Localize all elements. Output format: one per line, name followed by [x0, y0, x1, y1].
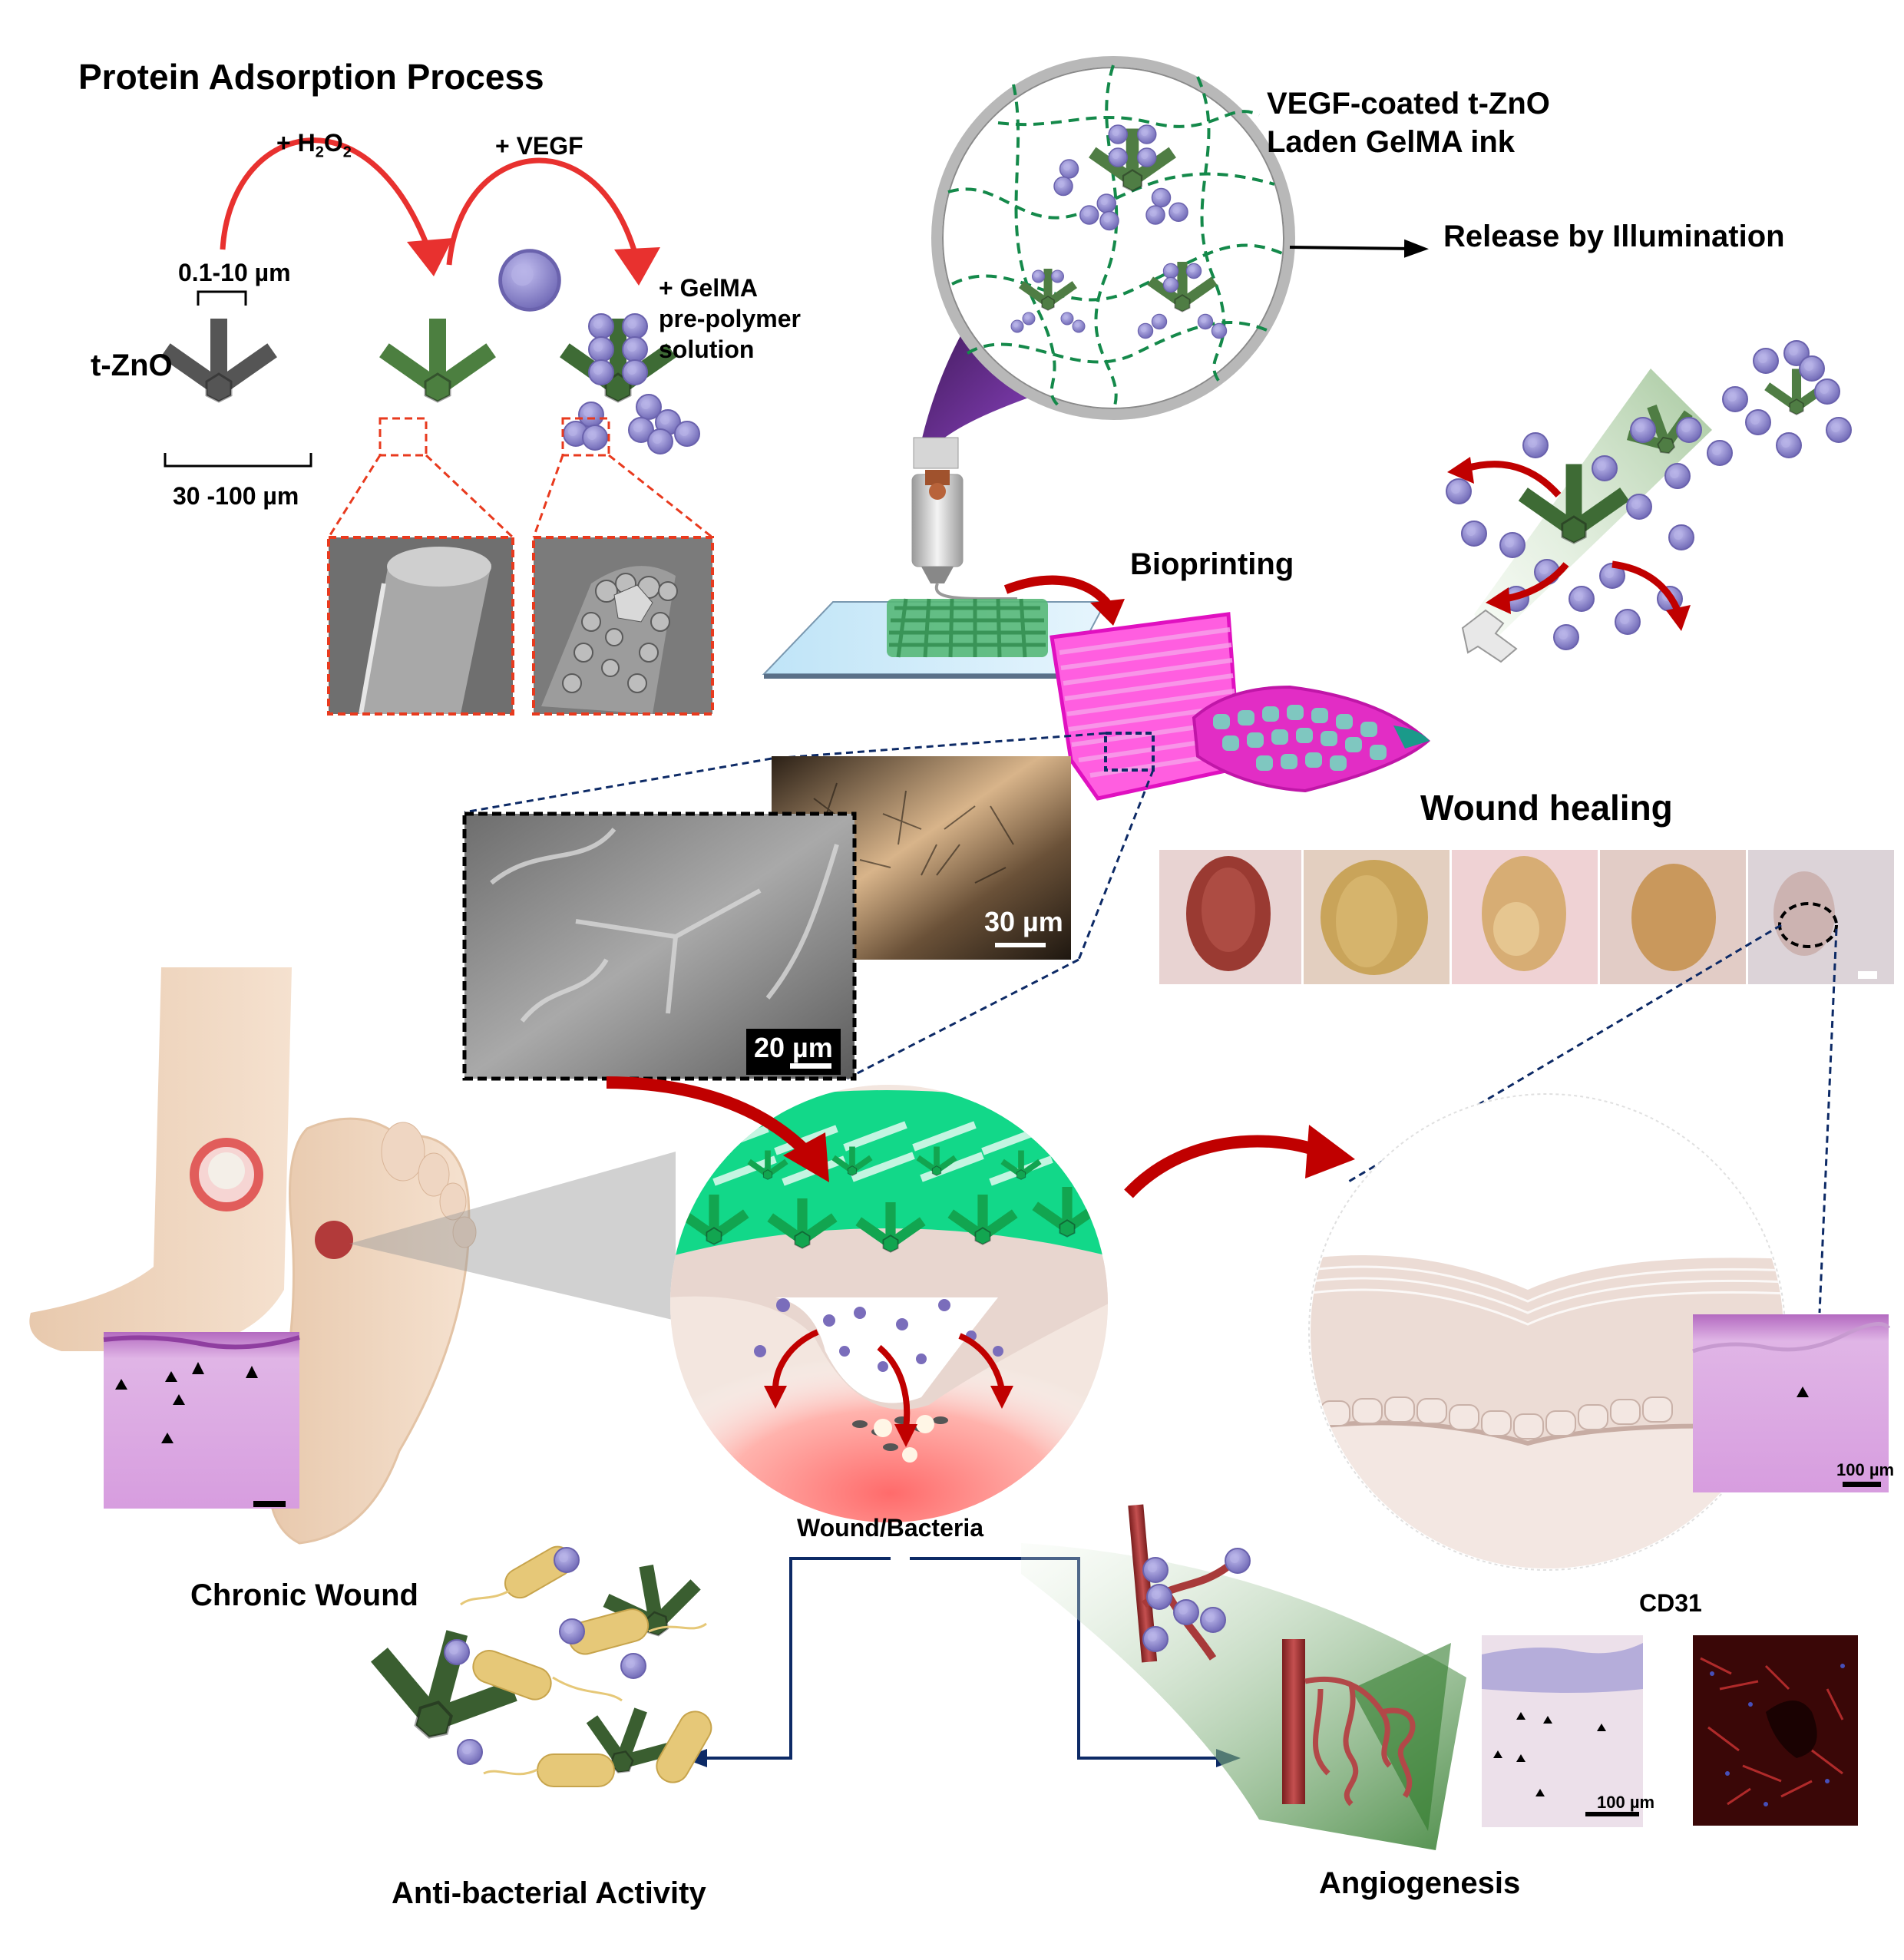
sem-scale-bar [789, 1063, 831, 1069]
tzno-label: t-ZnO [91, 349, 173, 382]
wound-to-healed-arrow [1124, 1125, 1355, 1198]
healed-skin-circle [1308, 1093, 1786, 1571]
h2o2-step-label: + H2O2 [276, 129, 352, 161]
gelma-label: + GelMA pre-polymer solution [659, 274, 801, 363]
sem-image-coated-arm [532, 536, 714, 716]
vegf-molecule-icon [501, 251, 560, 310]
photo-scale-bar [1858, 971, 1877, 979]
wound-photo-day-3 [1452, 850, 1598, 984]
tzno-gray-tetrapod [159, 317, 279, 403]
protein-adsorption-title: Protein Adsorption Process [78, 57, 544, 97]
h2o2-sub-1: 2 [315, 144, 324, 161]
cd31-label: CD31 [1639, 1589, 1702, 1617]
wound-photo-day-1 [1159, 850, 1301, 984]
cd31-fluorescence-image [1693, 1635, 1858, 1826]
ihc-scale-label: 100 µm [1597, 1793, 1655, 1812]
ink-title-line-2: Laden GelMA ink [1267, 125, 1516, 159]
zoom-callout-lines [327, 417, 713, 539]
healed-histology [1692, 1314, 1891, 1492]
size-bracket [164, 453, 312, 468]
wound-bacteria-title: Wound/Bacteria [797, 1514, 983, 1542]
sem-scale-label: 20 µm [754, 1032, 833, 1063]
chronic-wound-title: Chronic Wound [190, 1578, 418, 1612]
bioprinting-title: Bioprinting [1130, 547, 1294, 581]
print-plate [762, 598, 1107, 679]
wound-photo-day-2 [1304, 850, 1449, 984]
tzno-green-tetrapod [378, 317, 497, 403]
sem-scale-box: 20 µm [746, 1029, 841, 1075]
printed-scaffold-grid [1192, 685, 1430, 793]
sem-to-wound-arrow [606, 1076, 829, 1182]
light-source-icon [1461, 609, 1518, 663]
ink-magnifier-circle [931, 56, 1295, 420]
h2o2-arrow [220, 137, 453, 276]
ink-title-line-1: VEGF-coated t-ZnO [1267, 87, 1550, 121]
wound-treatment-circle [670, 1085, 1108, 1522]
optical-scale-bar [995, 943, 1046, 947]
healed-histology-scale-label: 100 µm [1836, 1460, 1895, 1479]
angiogenesis-title: Angiogenesis [1319, 1866, 1521, 1900]
arm-width-bracket [197, 290, 247, 306]
antibacterial-illustration [354, 1545, 712, 1790]
zoom-wedge [349, 1152, 676, 1320]
release-arrow [1289, 239, 1429, 258]
wound-healing-photo-strip [1159, 850, 1894, 984]
ink-title: VEGF-coated t-ZnO Laden GelMA ink [1267, 84, 1550, 161]
cd31-ihc-image [1482, 1635, 1643, 1827]
h2o2-sub-2: 2 [342, 144, 352, 161]
antibacterial-title: Anti-bacterial Activity [392, 1876, 706, 1910]
foot-illustration [267, 1117, 477, 1545]
vegf-step-label: + VEGF [495, 132, 583, 160]
wound-photo-day-5 [1748, 850, 1894, 984]
sem-image-bare-arm [327, 536, 514, 716]
leg-illustration [29, 967, 292, 1351]
wound-healing-title: Wound healing [1420, 788, 1673, 828]
h2o2-prefix: + H [276, 129, 316, 157]
vegf-arrow [446, 157, 660, 286]
wound-photo-day-4 [1600, 850, 1746, 984]
bioprinter-syringe [911, 437, 1017, 600]
angiogenesis-illustration [1021, 1504, 1466, 1850]
illumination-scene [1446, 340, 1852, 663]
chronic-wound-histology [103, 1332, 300, 1509]
micrograph-connectors [464, 732, 1155, 1080]
size-range-label: 30 -100 µm [173, 482, 299, 510]
arm-width-label: 0.1-10 µm [178, 259, 291, 286]
bioprinting-arrow [1003, 575, 1125, 626]
optical-scale-label: 30 µm [984, 906, 1063, 937]
printed-scaffold-3d [1050, 612, 1242, 801]
release-title: Release by Illumination [1443, 220, 1785, 253]
outcome-connectors [683, 1557, 1241, 1767]
h2o2-o: O [323, 129, 343, 157]
